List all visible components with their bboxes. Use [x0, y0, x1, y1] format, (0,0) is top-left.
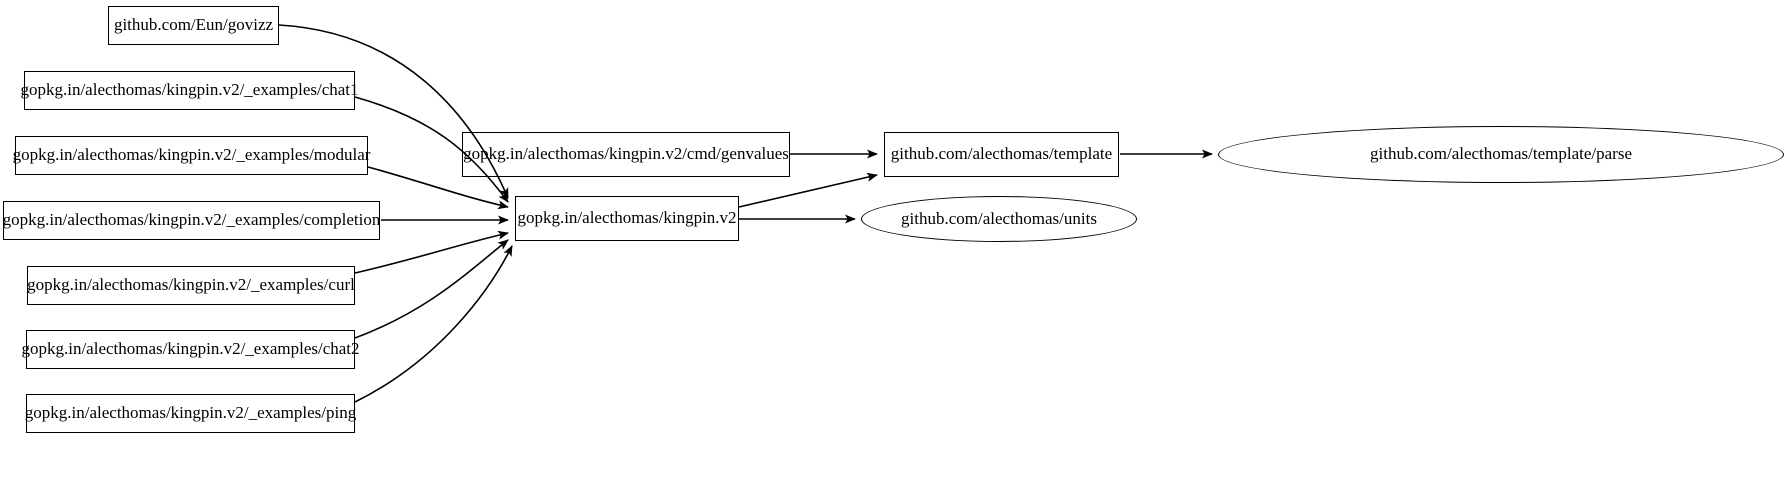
- node-label: gopkg.in/alecthomas/kingpin.v2/_examples…: [27, 275, 355, 295]
- node-label: gopkg.in/alecthomas/kingpin.v2/_examples…: [20, 80, 359, 100]
- node-label: github.com/Eun/govizz: [113, 15, 274, 35]
- node-label: gopkg.in/alecthomas/kingpin.v2/_examples…: [24, 403, 357, 423]
- edge-govizz-kingpin: [278, 24, 509, 199]
- node-kingpin-examples-completion[interactable]: gopkg.in/alecthomas/kingpin.v2/_examples…: [3, 201, 380, 240]
- node-kingpin-v2[interactable]: gopkg.in/alecthomas/kingpin.v2: [515, 196, 739, 241]
- node-label: github.com/alecthomas/template: [890, 144, 1113, 164]
- node-kingpin-examples-modular[interactable]: gopkg.in/alecthomas/kingpin.v2/_examples…: [13, 136, 370, 175]
- node-kingpin-examples-chat1[interactable]: gopkg.in/alecthomas/kingpin.v2/_examples…: [20, 71, 359, 110]
- node-label: gopkg.in/alecthomas/kingpin.v2: [517, 208, 737, 228]
- node-kingpin-cmd-genvalues[interactable]: gopkg.in/alecthomas/kingpin.v2/cmd/genva…: [462, 132, 790, 177]
- node-alecthomas-template[interactable]: github.com/alecthomas/template: [884, 132, 1119, 177]
- node-label: gopkg.in/alecthomas/kingpin.v2/_examples…: [21, 339, 360, 359]
- node-label: github.com/alecthomas/template/parse: [1370, 144, 1632, 164]
- edge-chat2-kingpin: [354, 239, 509, 339]
- edge-chat1-kingpin: [354, 96, 509, 203]
- node-kingpin-examples-curl[interactable]: gopkg.in/alecthomas/kingpin.v2/_examples…: [27, 266, 355, 305]
- node-label: gopkg.in/alecthomas/kingpin.v2/_examples…: [12, 145, 371, 165]
- node-label: github.com/alecthomas/units: [901, 208, 1097, 228]
- edge-ping-kingpin: [354, 245, 513, 403]
- node-govizz[interactable]: github.com/Eun/govizz: [108, 6, 279, 45]
- node-kingpin-examples-ping[interactable]: gopkg.in/alecthomas/kingpin.v2/_examples…: [25, 394, 356, 433]
- edge-kingpin-template: [738, 172, 878, 208]
- node-label: gopkg.in/alecthomas/kingpin.v2/_examples…: [2, 210, 381, 230]
- node-alecthomas-units[interactable]: github.com/alecthomas/units: [861, 196, 1137, 242]
- node-label: gopkg.in/alecthomas/kingpin.v2/cmd/genva…: [463, 144, 789, 164]
- node-alecthomas-template-parse[interactable]: github.com/alecthomas/template/parse: [1218, 126, 1784, 183]
- node-kingpin-examples-chat2[interactable]: gopkg.in/alecthomas/kingpin.v2/_examples…: [21, 330, 360, 369]
- edge-modular-kingpin: [367, 166, 509, 210]
- edge-curl-kingpin: [354, 230, 509, 274]
